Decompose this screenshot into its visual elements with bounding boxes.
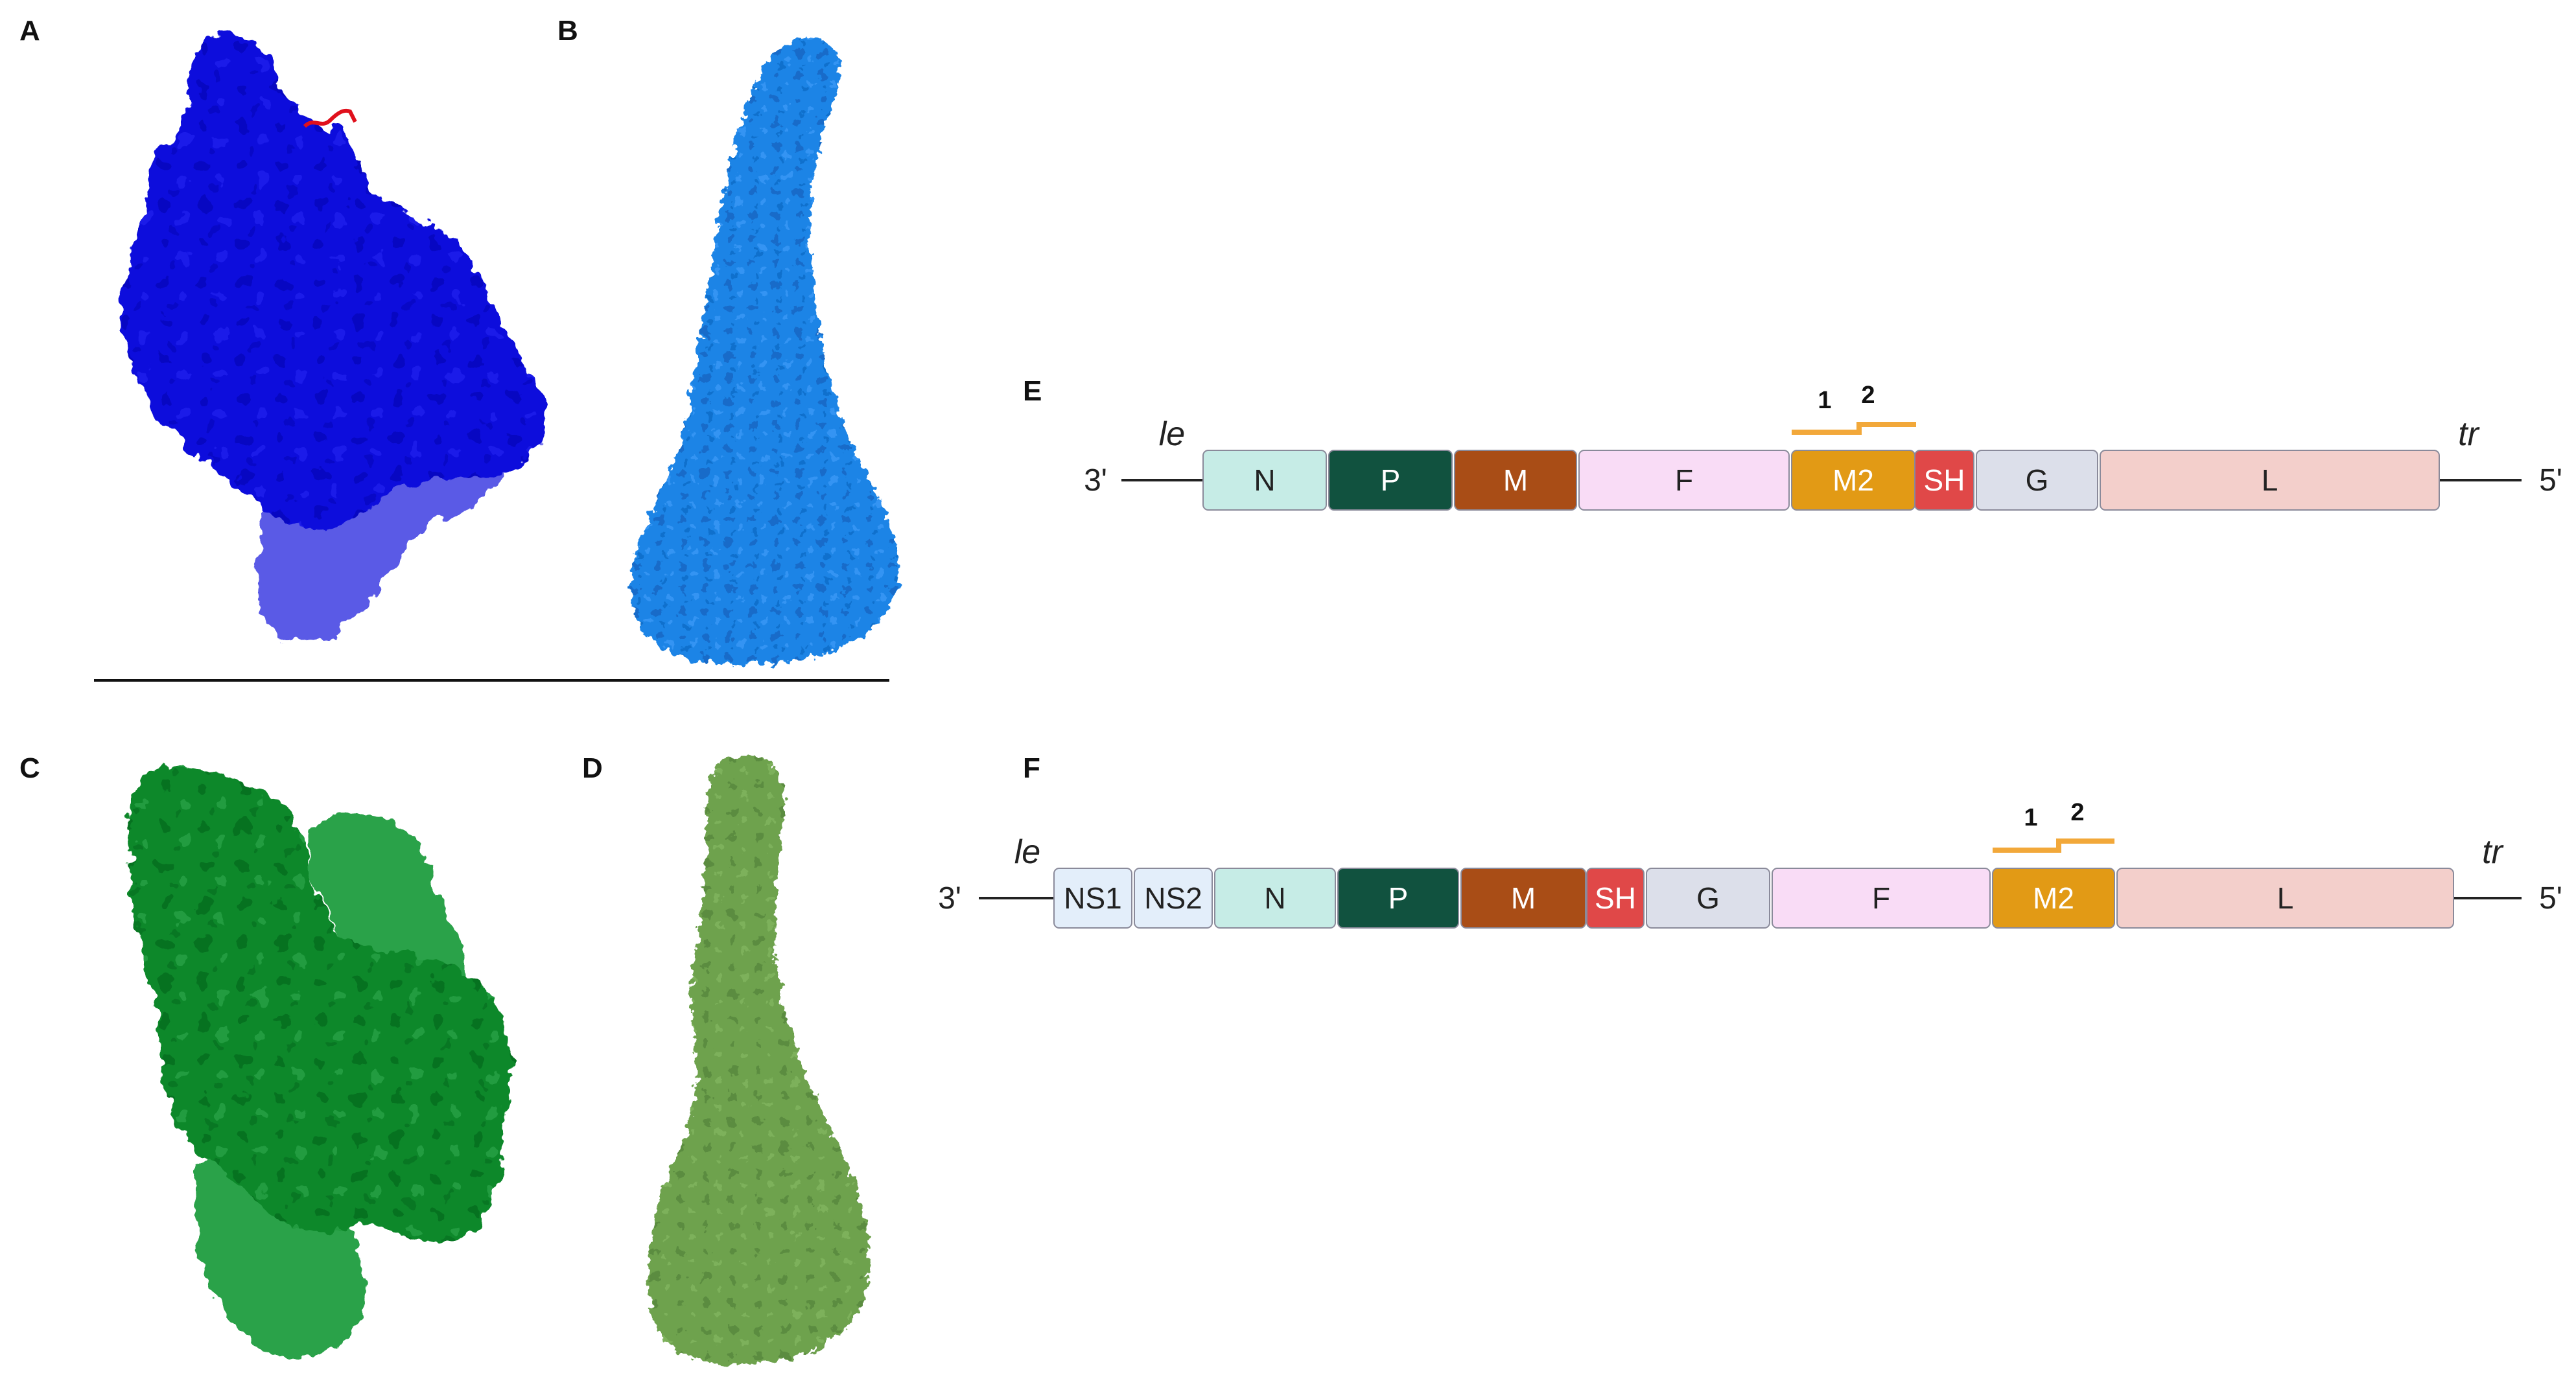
panel-label-c: C bbox=[19, 752, 40, 784]
gene-n: N bbox=[1214, 868, 1336, 929]
panel-label-a: A bbox=[19, 15, 40, 47]
gene-label: N bbox=[1254, 463, 1275, 497]
gene-label: SH bbox=[1924, 463, 1965, 497]
gene-sh: SH bbox=[1914, 450, 1974, 511]
gene-label: M bbox=[1503, 463, 1528, 497]
five-prime-label: 5' bbox=[2539, 463, 2562, 498]
gene-label: L bbox=[2262, 463, 2278, 497]
gene-p: P bbox=[1337, 868, 1459, 929]
gene-box bbox=[1578, 450, 1790, 511]
gene-sh: SH bbox=[1586, 868, 1645, 929]
gene-label: M2 bbox=[2033, 881, 2074, 915]
gene-l: L bbox=[2116, 868, 2454, 929]
gene-label: NS2 bbox=[1144, 881, 1202, 915]
gene-label: G bbox=[2026, 463, 2049, 497]
gene-label: P bbox=[1388, 881, 1409, 915]
gene-label: L bbox=[2277, 881, 2294, 915]
gene-m2: M2 bbox=[1791, 450, 1915, 511]
leader-label: le bbox=[1014, 833, 1040, 871]
gene-box bbox=[1586, 868, 1645, 929]
five-prime-label: 5' bbox=[2539, 881, 2562, 916]
panel-label-f: F bbox=[1023, 752, 1040, 784]
gene-box bbox=[1460, 868, 1586, 929]
gene-m: M bbox=[1454, 450, 1577, 511]
gene-f: F bbox=[1772, 868, 1991, 929]
gene-label: F bbox=[1675, 463, 1693, 497]
primer-2-label: 2 bbox=[1861, 382, 1875, 409]
gene-box bbox=[1976, 450, 2098, 511]
gene-box bbox=[1328, 450, 1453, 511]
gene-n: N bbox=[1202, 450, 1327, 511]
gene-label: M2 bbox=[1832, 463, 1874, 497]
protein-structure-c bbox=[128, 767, 511, 1359]
protein-structure-b bbox=[631, 38, 899, 665]
gene-label: P bbox=[1381, 463, 1401, 497]
gene-box bbox=[1772, 868, 1991, 929]
primer-bar bbox=[1993, 838, 2114, 853]
gene-label: G bbox=[1696, 881, 1720, 915]
gene-l: L bbox=[2100, 450, 2440, 511]
leader-label: le bbox=[1159, 415, 1185, 453]
gene-box bbox=[1134, 868, 1213, 929]
primer-1-label: 1 bbox=[1818, 387, 1831, 414]
gene-ns1: NS1 bbox=[1053, 868, 1132, 929]
primer-1-label: 1 bbox=[2024, 804, 2037, 831]
gene-m2: M2 bbox=[1992, 868, 2115, 929]
panel-label-b: B bbox=[557, 15, 578, 47]
gene-m: M bbox=[1460, 868, 1586, 929]
gene-box bbox=[1202, 450, 1327, 511]
primer-bar bbox=[1792, 422, 1916, 435]
gene-f: F bbox=[1578, 450, 1790, 511]
panel-label-d: D bbox=[582, 752, 603, 784]
gene-box bbox=[1214, 868, 1336, 929]
three-prime-label: 3' bbox=[1084, 463, 1107, 498]
panel-label-e: E bbox=[1023, 375, 1042, 407]
gene-label: NS1 bbox=[1064, 881, 1121, 915]
protein-structure-a bbox=[117, 35, 546, 643]
gene-label: N bbox=[1264, 881, 1285, 915]
gene-label: SH bbox=[1595, 881, 1636, 915]
gene-box bbox=[1337, 868, 1459, 929]
gene-label: M bbox=[1511, 881, 1536, 915]
gene-ns2: NS2 bbox=[1134, 868, 1213, 929]
gene-g: G bbox=[1976, 450, 2098, 511]
gene-box bbox=[1053, 868, 1132, 929]
three-prime-label: 3' bbox=[938, 881, 961, 916]
gene-g: G bbox=[1646, 868, 1770, 929]
gene-box bbox=[2100, 450, 2440, 511]
gene-box bbox=[2116, 868, 2454, 929]
primer-2-label: 2 bbox=[2070, 799, 2084, 826]
gene-box bbox=[1646, 868, 1770, 929]
gene-box bbox=[1914, 450, 1974, 511]
trailer-label: tr bbox=[2458, 415, 2480, 453]
ligand-marker bbox=[303, 108, 357, 128]
gene-p: P bbox=[1328, 450, 1453, 511]
gene-label: F bbox=[1872, 881, 1890, 915]
gene-box bbox=[1454, 450, 1577, 511]
gene-box bbox=[1992, 868, 2115, 929]
protein-structure-d bbox=[648, 754, 870, 1365]
trailer-label: tr bbox=[2482, 833, 2504, 871]
